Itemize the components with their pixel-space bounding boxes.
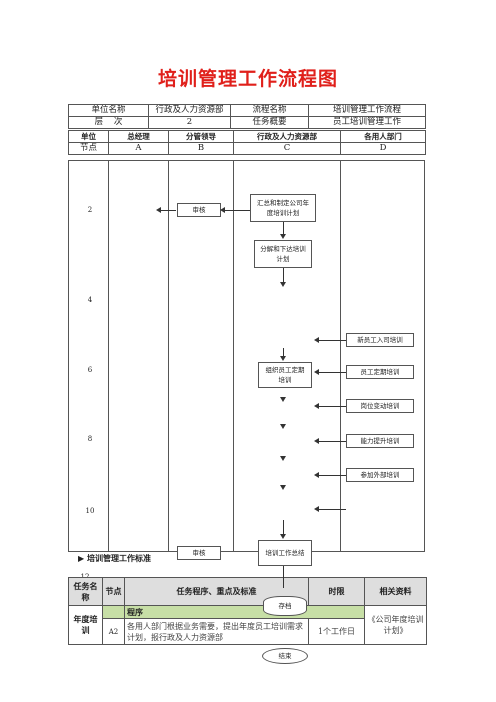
arrow-left-icon (314, 438, 319, 444)
standards-heading-label: 培训管理工作标准 (86, 554, 151, 563)
row-number: 4 (87, 296, 93, 304)
archive-node: 存档 (263, 596, 307, 616)
new-staff-training-box: 新员工入司培训 (346, 333, 414, 347)
col-a-header: 总经理 (108, 130, 169, 143)
job-change-training-box: 岗位变动培训 (346, 399, 414, 413)
th-node: 节点 (102, 577, 125, 606)
node-label: 节点 (68, 142, 109, 155)
connector-line (283, 268, 284, 282)
standards-heading: ▶ 培训管理工作标准 (78, 553, 151, 564)
node-cell-empty (102, 605, 125, 619)
th-time: 时限 (308, 577, 365, 606)
arrow-down-icon (280, 356, 286, 361)
col-a-letter: A (108, 142, 169, 155)
task-table: 任务名称 节点 任务程序、重点及标准 时限 相关资料 年度培训 程序 《公司年度… (68, 577, 427, 645)
review-box: 审核 (177, 546, 221, 560)
col-b-header: 分管领导 (168, 130, 234, 143)
connector-line (283, 566, 284, 588)
swimlane-divider (340, 160, 341, 552)
flowchart-frame (68, 160, 425, 552)
arrow-down-icon (280, 534, 286, 539)
task-name-cell: 年度培训 (68, 605, 103, 645)
connector-line (283, 222, 284, 234)
arrow-down-icon (280, 282, 286, 287)
decompose-plan-box: 分解和下达培训计划 (254, 240, 312, 268)
end-node: 结束 (262, 648, 308, 664)
level-value: 2 (148, 116, 231, 129)
column-header-table: 单位 总经理 分管领导 行政及人力资源部 各用人部门 节点 A B C D (68, 130, 426, 155)
page-title: 培训管理工作流程图 (157, 68, 338, 90)
swimlane-divider (168, 160, 169, 552)
organize-training-box: 组织员工定期培训 (258, 362, 312, 388)
connector-line (160, 210, 176, 211)
row-number: 2 (87, 206, 93, 214)
unit-name-value: 行政及人力资源部 (148, 104, 231, 117)
external-training-box: 参加外部培训 (346, 468, 414, 482)
arrow-down-icon (280, 424, 286, 429)
col-d-header: 各用人部门 (340, 130, 426, 143)
level-label: 层 次 (68, 116, 149, 129)
summarize-plan-box: 汇总和制定公司年度培训计划 (250, 194, 316, 222)
arrow-left-icon (314, 506, 319, 512)
arrow-down-icon (280, 234, 286, 239)
task-summary-value: 员工培训管理工作 (308, 116, 426, 129)
unit-name-label: 单位名称 (68, 104, 149, 117)
skill-training-box: 能力提升培训 (346, 434, 414, 448)
docs-cell: 《公司年度培训计划》 (364, 605, 427, 645)
row-number: 10 (85, 507, 95, 515)
time-cell: 1个工作日 (308, 618, 365, 645)
connector-line (283, 520, 284, 534)
row-number: 8 (87, 435, 93, 443)
connector-line (318, 406, 346, 407)
connector-line (283, 348, 284, 356)
arrow-left-icon (314, 337, 319, 343)
connector-line (318, 509, 346, 510)
connector-line (318, 441, 346, 442)
col-unit-header: 单位 (68, 130, 109, 143)
th-task-name: 任务名称 (68, 577, 103, 606)
arrow-left-icon (156, 207, 161, 213)
col-c-header: 行政及人力资源部 (233, 130, 341, 143)
col-d-letter: D (340, 142, 426, 155)
swimlane-divider (233, 160, 234, 552)
arrow-down-icon (280, 456, 286, 461)
row-number: 6 (87, 366, 93, 374)
task-summary-label: 任务概要 (230, 116, 309, 129)
arrow-left-icon (314, 472, 319, 478)
process-name-value: 培训管理工作流程 (308, 104, 426, 117)
connector-line (318, 475, 346, 476)
triangle-bullet-icon: ▶ (78, 554, 85, 563)
arrow-left-icon (314, 403, 319, 409)
process-name-label: 流程名称 (230, 104, 309, 117)
review-box: 审核 (177, 203, 221, 217)
th-docs: 相关资料 (364, 577, 427, 606)
arrow-left-icon (220, 207, 225, 213)
col-b-letter: B (168, 142, 234, 155)
connector-line (318, 340, 346, 341)
header-table: 单位名称 行政及人力资源部 流程名称 培训管理工作流程 层 次 2 任务概要 员… (68, 104, 426, 129)
swimlane-divider (108, 160, 109, 552)
program-text-cell: 各用人部门根据业务需要，提出年度员工培训需求计划，报行政及人力资源部 (124, 618, 309, 645)
regular-training-box: 员工定期培训 (346, 365, 414, 379)
program-label-cell: 程序 (124, 605, 365, 619)
connector-line (224, 210, 250, 211)
col-c-letter: C (233, 142, 341, 155)
node-cell: A2 (102, 618, 125, 645)
connector-line (318, 372, 346, 373)
arrow-left-icon (314, 369, 319, 375)
arrow-down-icon (280, 397, 286, 402)
training-summary-box: 培训工作总结 (258, 540, 312, 566)
arrow-down-icon (280, 485, 286, 490)
